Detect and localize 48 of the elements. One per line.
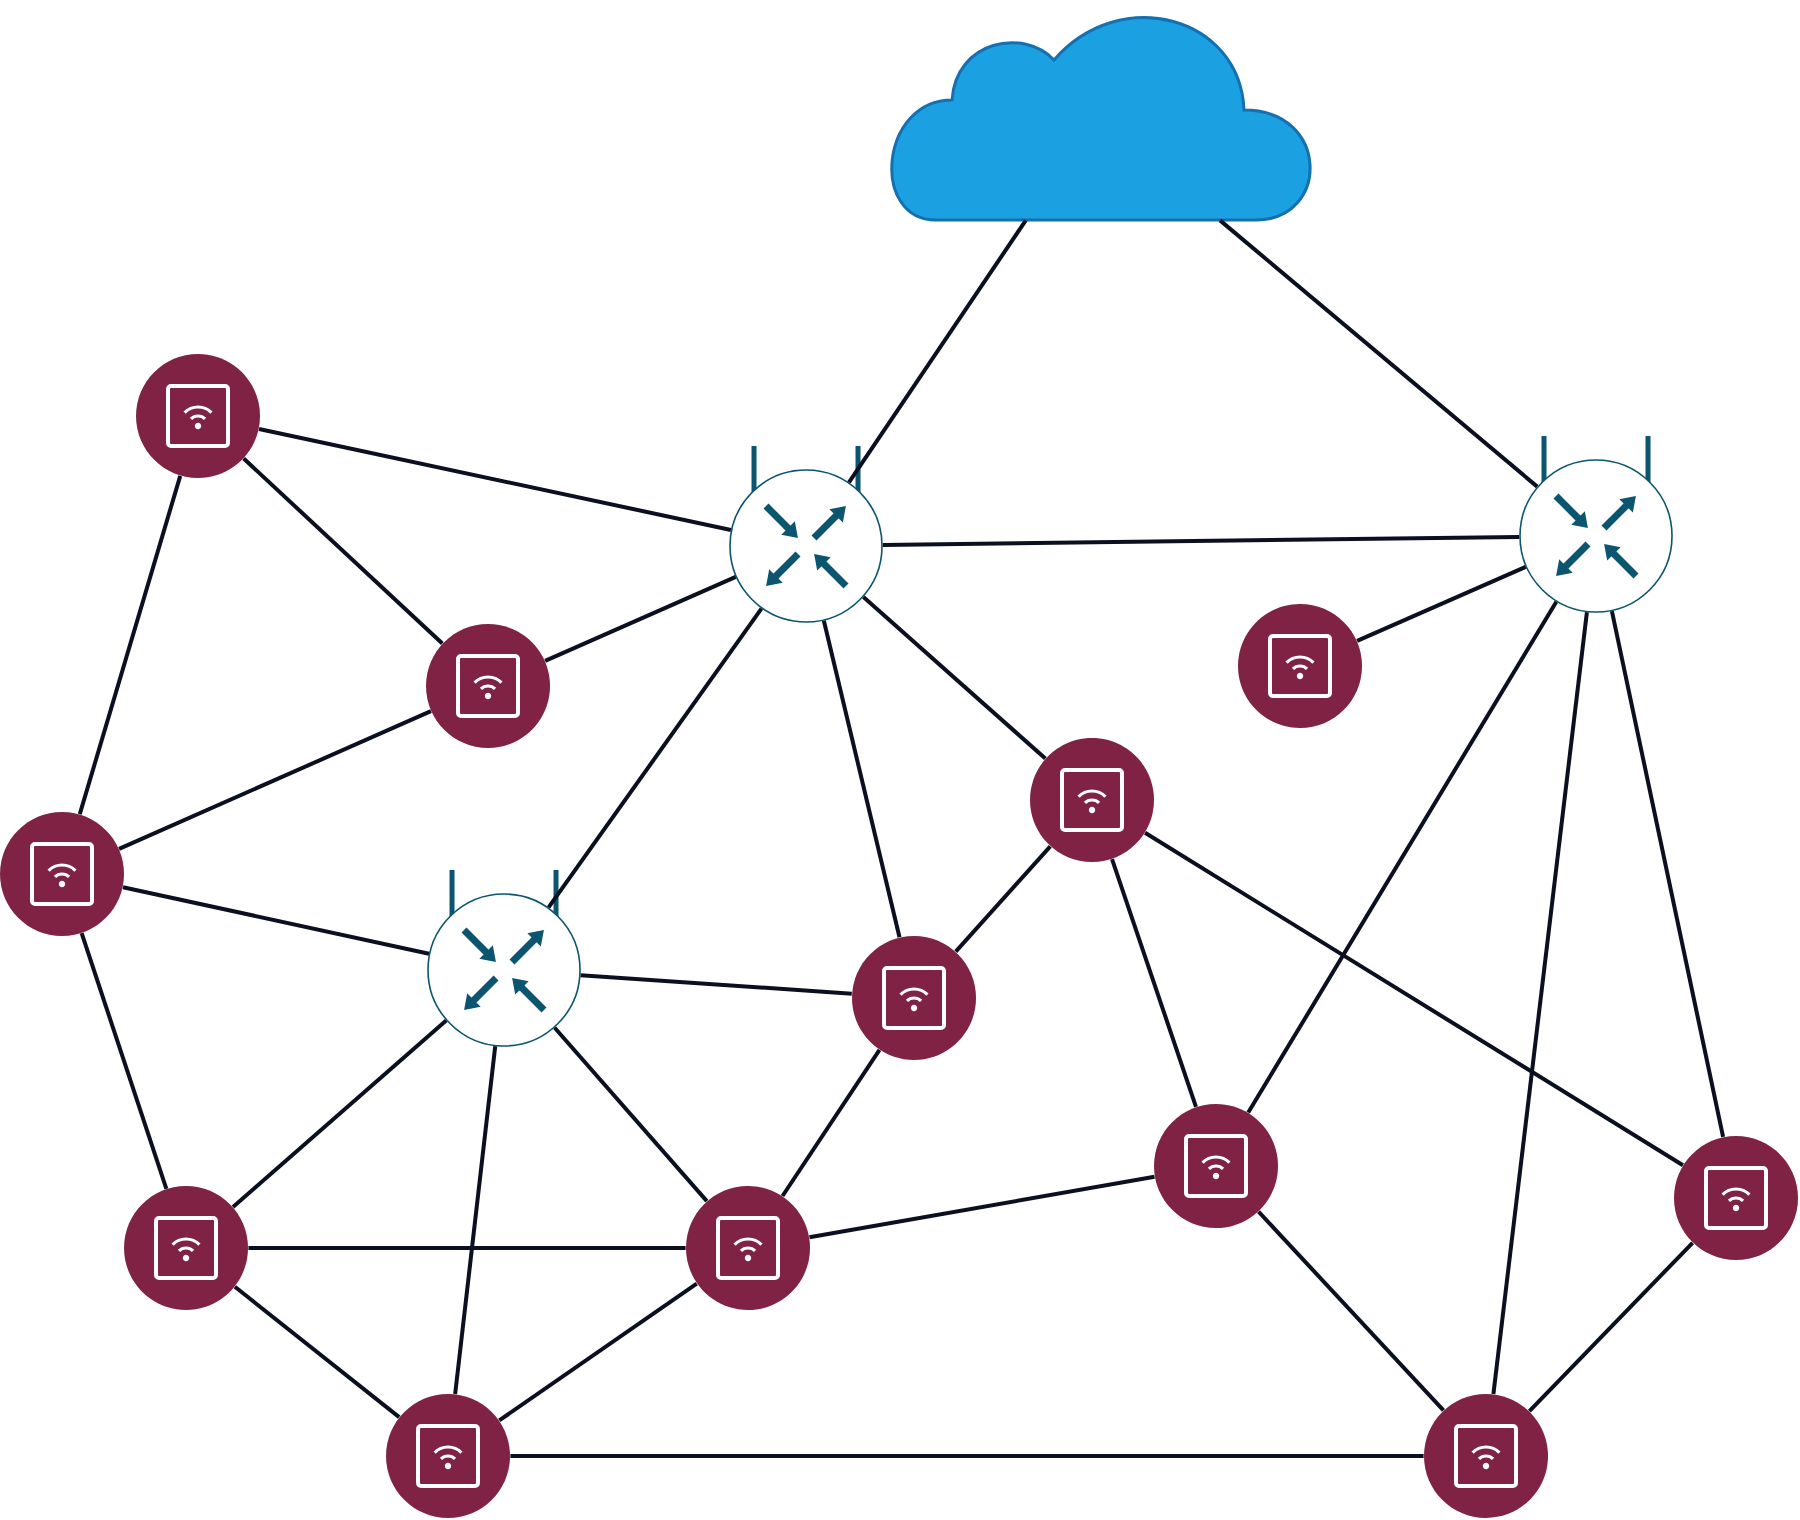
access-point-icon xyxy=(124,1186,248,1310)
connection-line xyxy=(862,595,1047,761)
router-icon xyxy=(1519,436,1673,613)
connection-line xyxy=(122,885,430,956)
connection-line xyxy=(79,932,169,1190)
connection-line xyxy=(77,475,183,815)
cloud-drawing xyxy=(890,16,1312,222)
connection-line xyxy=(510,1454,1424,1458)
connection-line xyxy=(453,1046,498,1395)
access-point-icon xyxy=(136,354,260,478)
access-point-icon xyxy=(852,936,976,1060)
router-icon xyxy=(729,446,883,623)
access-point-icon xyxy=(426,624,550,748)
connection-line xyxy=(231,1019,448,1209)
connection-line xyxy=(1609,610,1726,1138)
connection-line xyxy=(258,427,732,532)
connection-line xyxy=(1246,600,1559,1114)
connection-line xyxy=(954,845,1052,953)
access-point-icon xyxy=(1238,604,1362,728)
connection-line xyxy=(1356,565,1527,643)
connection-line xyxy=(882,534,1520,548)
connection-line xyxy=(1110,858,1198,1108)
connection-line xyxy=(553,1026,709,1203)
connection-line xyxy=(498,1281,698,1423)
access-point-icon xyxy=(1030,738,1154,862)
access-point-icon xyxy=(386,1394,510,1518)
connection-line xyxy=(233,1285,401,1419)
access-point-icon xyxy=(1674,1136,1798,1260)
connection-line xyxy=(1218,218,1539,489)
connection-line xyxy=(546,607,764,909)
access-point-icon xyxy=(1154,1104,1278,1228)
connection-line xyxy=(580,973,852,996)
connection-line xyxy=(118,709,432,851)
connection-line xyxy=(809,1174,1155,1240)
access-point-icon xyxy=(1424,1394,1548,1518)
access-point-icon xyxy=(686,1186,810,1310)
connection-line xyxy=(1528,1241,1694,1413)
access-point-icon xyxy=(0,812,124,936)
connection-line xyxy=(1491,612,1589,1395)
connection-line xyxy=(242,457,444,645)
connection-line xyxy=(1144,831,1684,1167)
connection-line xyxy=(248,1246,686,1250)
connection-line xyxy=(1257,1210,1445,1412)
connection-line xyxy=(847,219,1028,484)
connection-line xyxy=(544,575,737,663)
connection-line xyxy=(780,1048,882,1198)
connection-line xyxy=(821,620,902,938)
router-icon xyxy=(427,870,581,1047)
